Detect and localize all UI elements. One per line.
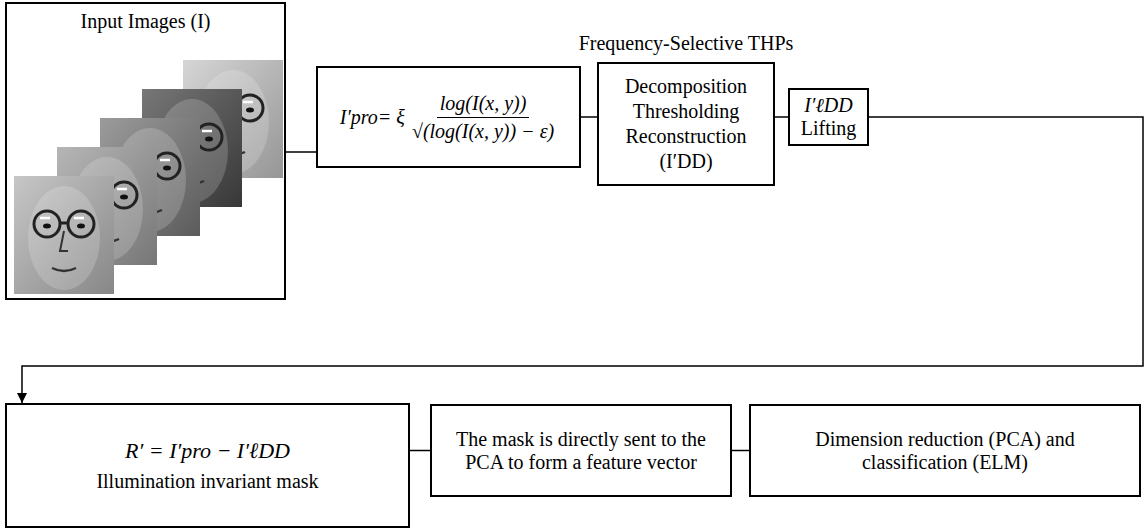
symbol-label: I′ℓDD bbox=[804, 94, 852, 117]
process-box: The mask is directly sent to the PCA to … bbox=[430, 404, 732, 497]
process-box: Frequency-Selective THPsDecomposition Th… bbox=[597, 62, 775, 186]
box-heading: Input Images (I) bbox=[81, 10, 211, 33]
lifting-box: I′ℓDDLifting bbox=[788, 88, 869, 146]
formula-box: I′pro= ξlog(I(x, y))√(log(I(x, y)) − ε) bbox=[316, 66, 581, 168]
connector-line bbox=[732, 450, 749, 452]
mask-box: R′ = I′pro − I′ℓDD Illumination invariant… bbox=[5, 403, 410, 528]
box-label: Illumination invariant mask bbox=[96, 470, 318, 493]
connector-line bbox=[775, 116, 788, 118]
formula-term: I′pro= ξ bbox=[340, 106, 405, 129]
classification-box: Dimension reduction (PCA) and classifica… bbox=[749, 404, 1141, 497]
connector-arrow bbox=[22, 117, 1143, 403]
fraction-numerator: log(I(x, y)) bbox=[437, 92, 530, 118]
connector-line bbox=[286, 151, 316, 153]
formula: R′ = I′pro − I′ℓDD bbox=[125, 438, 290, 463]
formula: I′pro= ξlog(I(x, y))√(log(I(x, y)) − ε) bbox=[340, 92, 557, 143]
fraction-denominator: √(log(I(x, y)) − ε) bbox=[409, 118, 557, 143]
connector-line bbox=[410, 450, 430, 452]
box-label: The mask is directly sent to the PCA to … bbox=[446, 428, 716, 474]
input-images-box: Input Images (I) bbox=[5, 2, 286, 300]
box-label: Dimension reduction (PCA) and classifica… bbox=[815, 428, 1075, 474]
connector-line bbox=[581, 116, 597, 118]
face-frame bbox=[14, 176, 114, 294]
box-heading: Frequency-Selective THPs bbox=[579, 32, 794, 55]
fraction: log(I(x, y))√(log(I(x, y)) − ε) bbox=[409, 92, 557, 143]
process-steps: Decomposition Thresholding Reconstructio… bbox=[616, 74, 756, 174]
box-label: Lifting bbox=[801, 117, 857, 140]
